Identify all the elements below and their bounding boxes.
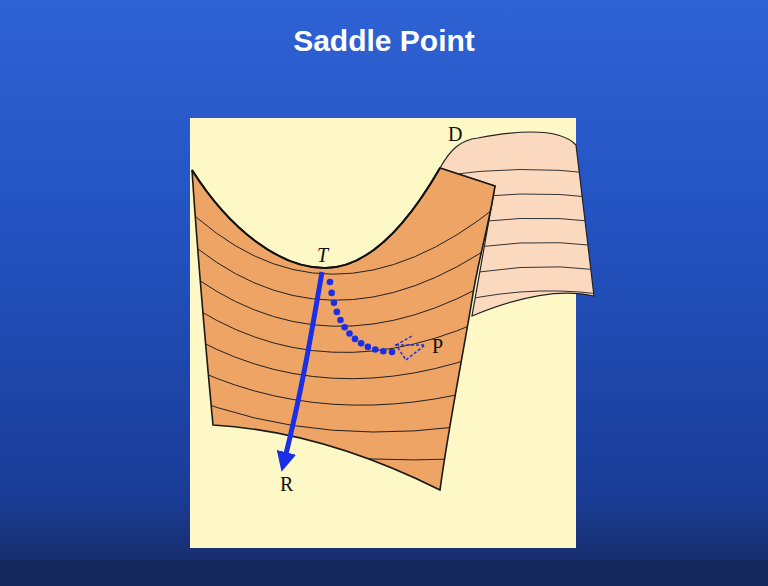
point-label: P xyxy=(432,336,443,356)
contour-line xyxy=(180,266,500,326)
bottom-band xyxy=(0,560,768,586)
point-label: D xyxy=(448,124,462,144)
dashed-arrow-tip xyxy=(396,336,412,345)
path-dot xyxy=(328,290,335,297)
contour-line xyxy=(180,202,500,274)
path-dot xyxy=(327,279,334,286)
slide-title: Saddle Point xyxy=(293,24,475,58)
dashed-arrows xyxy=(396,345,425,360)
path-dot xyxy=(331,300,338,307)
path-dot xyxy=(372,346,379,353)
path-dot xyxy=(352,336,359,343)
contour-line xyxy=(180,362,500,405)
path-dot xyxy=(380,348,387,355)
point-label: T xyxy=(317,245,328,265)
path-dot xyxy=(341,324,348,331)
saddle-surface xyxy=(180,168,500,490)
point-label: R xyxy=(280,474,293,494)
path-dot xyxy=(337,317,344,324)
path-dot xyxy=(346,330,353,337)
path-dot xyxy=(365,344,372,351)
contour-line xyxy=(180,394,500,432)
path-dot xyxy=(389,349,396,356)
path-dot xyxy=(334,309,341,316)
contour-line xyxy=(180,298,500,352)
contour-line xyxy=(180,426,500,460)
contour-line xyxy=(180,330,500,379)
path-dot xyxy=(358,340,365,347)
descent-arrow xyxy=(284,272,322,462)
dotted-path xyxy=(327,279,396,356)
